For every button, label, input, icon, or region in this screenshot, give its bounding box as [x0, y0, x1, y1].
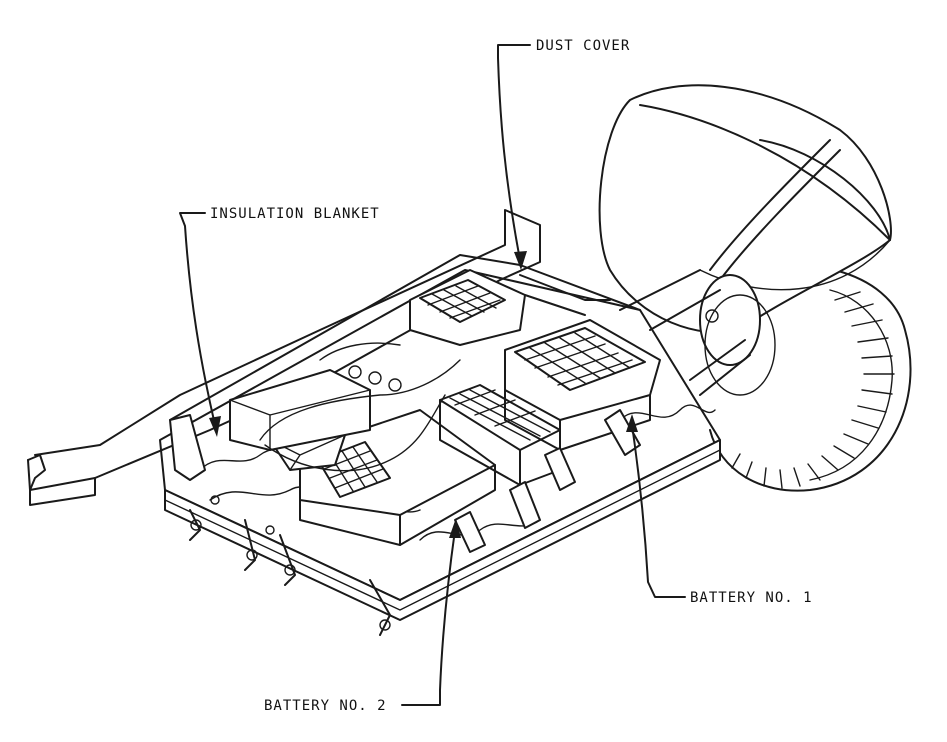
leader-battery-2 — [401, 518, 461, 706]
label-insulation-blanket: INSULATION BLANKET — [210, 206, 380, 222]
leader-battery-1 — [626, 414, 686, 598]
label-battery-no-2: BATTERY NO. 2 — [264, 698, 387, 714]
dust-cover-module — [409, 269, 611, 346]
leader-dust-cover — [497, 44, 531, 270]
frame-rail — [27, 209, 541, 506]
label-dust-cover: DUST COVER — [536, 38, 630, 54]
battery-no-1 — [504, 319, 661, 451]
cable-harness — [259, 342, 461, 472]
leader-insulation-blanket — [179, 212, 221, 437]
mounting-brackets — [169, 409, 641, 636]
wheel-dish — [598, 84, 912, 492]
label-battery-no-1: BATTERY NO. 1 — [690, 590, 813, 606]
battery-tray — [159, 254, 721, 621]
